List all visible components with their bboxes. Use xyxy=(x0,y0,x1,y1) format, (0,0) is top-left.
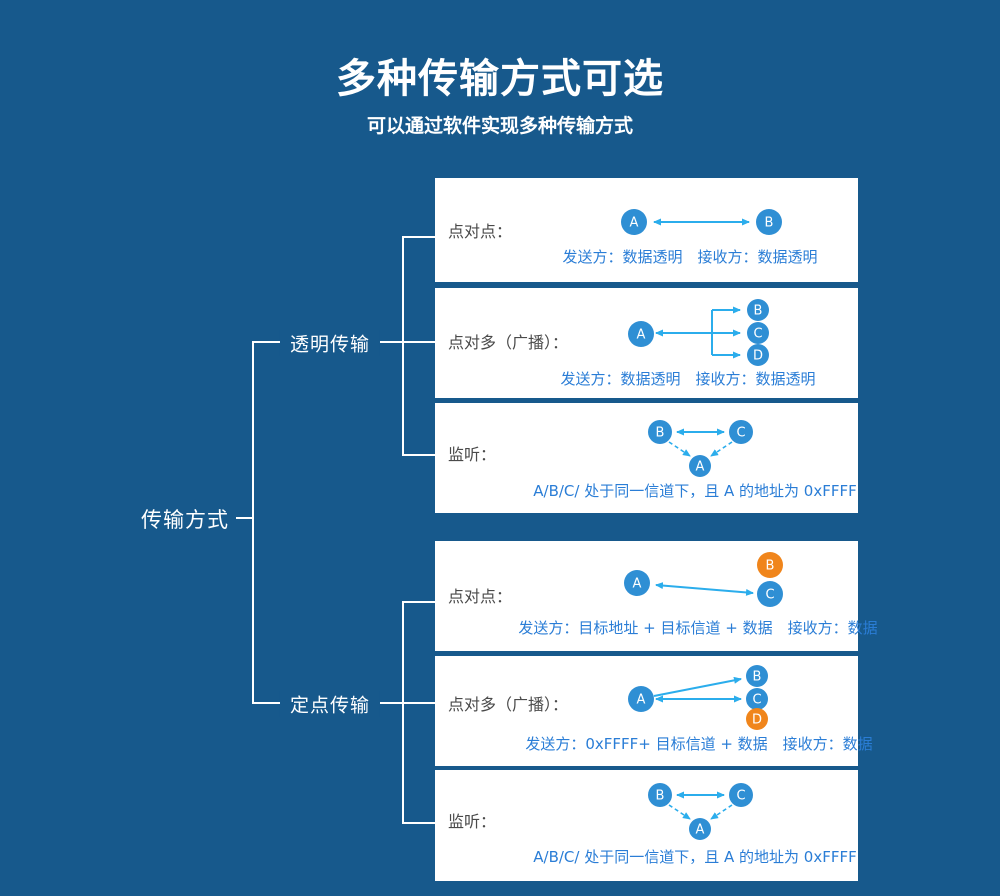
node-c-label: C xyxy=(736,426,745,441)
node-a-label: A xyxy=(633,577,642,592)
diagram-fixed-p2p: B A C xyxy=(624,552,783,607)
card-label: 点对多（广播）： xyxy=(448,695,569,714)
node-b-label: B xyxy=(656,426,665,441)
arrow-a-b xyxy=(653,676,742,697)
card-caption: 发送方：目标地址 + 目标信道 + 数据 接收方：数据 xyxy=(518,619,878,637)
node-d xyxy=(747,344,769,366)
node-b-label: B xyxy=(753,670,762,685)
node-d-label: D xyxy=(752,713,762,728)
tree-group1-stub-card3 xyxy=(402,454,435,456)
dashed-arrow-b-a xyxy=(668,441,691,457)
node-c xyxy=(747,322,769,344)
node-c-label: C xyxy=(765,588,774,603)
dashed-arrow-b-a xyxy=(668,804,691,820)
diagram-transparent-broadcast: A B C D xyxy=(628,299,769,366)
node-a-label: A xyxy=(696,823,705,838)
node-c xyxy=(729,420,753,444)
tree-branch-fixed-label: 定点传输 xyxy=(279,690,381,718)
diagram-fixed-broadcast: A B C D xyxy=(628,665,768,730)
node-b xyxy=(757,552,783,578)
node-a xyxy=(621,209,647,235)
card-label: 监听： xyxy=(448,445,497,464)
tree-branch-transparent-label: 透明传输 xyxy=(279,329,381,357)
tree-trunk-line xyxy=(252,341,254,704)
node-b xyxy=(648,783,672,807)
node-b xyxy=(648,420,672,444)
card-caption: 发送方：数据透明 接收方：数据透明 xyxy=(560,370,816,388)
card-fixed-p2p: 点对点： B A C 发送方：目标地址 + 目标信道 + 数据 接收方：数据 xyxy=(435,541,878,651)
node-b xyxy=(756,209,782,235)
tree-group1-vertical-line xyxy=(402,236,404,456)
node-a-label: A xyxy=(637,328,646,343)
node-b-label: B xyxy=(754,304,763,319)
arrow-a-c xyxy=(655,582,754,596)
card-fixed-broadcast: 点对多（广播）： A B C D 发送方：0xFFFF+ 目标信道 + 数据 接… xyxy=(435,656,873,766)
node-a xyxy=(628,686,654,712)
node-d-label: D xyxy=(753,349,763,364)
dashed-arrow-c-a xyxy=(710,441,733,457)
node-c xyxy=(757,581,783,607)
tree-group1-stub-card1 xyxy=(402,236,435,238)
card-label: 点对点： xyxy=(448,587,513,606)
page-subtitle: 可以通过软件实现多种传输方式 xyxy=(366,115,633,137)
node-a-label: A xyxy=(630,216,639,231)
tree-group2-stub-card6 xyxy=(402,822,435,824)
card-transparent-listen: 监听： B C A A/B/C/ 处于同一信道下，且 A 的地址为 0xFFFF xyxy=(435,403,858,513)
node-a-label: A xyxy=(637,693,646,708)
node-b-label: B xyxy=(656,789,665,804)
node-c xyxy=(729,783,753,807)
node-a-label: A xyxy=(696,460,705,475)
node-a xyxy=(624,570,650,596)
diagram-transparent-listen: B C A xyxy=(648,420,753,477)
tree-group2-stub-card4 xyxy=(402,601,435,603)
diagram-transparent-p2p: A B xyxy=(621,209,782,235)
diagram-fixed-listen: B C A xyxy=(648,783,753,840)
node-a xyxy=(689,455,711,477)
node-a xyxy=(689,818,711,840)
card-transparent-p2p: 点对点： A B 发送方：数据透明 接收方：数据透明 xyxy=(435,178,858,282)
card-fixed-listen: 监听： B C A A/B/C/ 处于同一信道下，且 A 的地址为 0xFFFF xyxy=(435,770,858,881)
node-b xyxy=(746,665,768,687)
node-b-label: B xyxy=(766,559,775,574)
node-c-label: C xyxy=(753,327,762,342)
card-caption: 发送方：数据透明 接收方：数据透明 xyxy=(562,248,818,266)
node-a xyxy=(628,321,654,347)
page-title: 多种传输方式可选 xyxy=(336,56,664,102)
card-label: 点对多（广播）： xyxy=(448,333,569,352)
node-c-label: C xyxy=(752,693,761,708)
tree-group2-vertical-line xyxy=(402,601,404,824)
node-c xyxy=(746,688,768,710)
dashed-arrow-c-a xyxy=(710,804,733,820)
card-caption: A/B/C/ 处于同一信道下，且 A 的地址为 0xFFFF xyxy=(533,482,857,500)
card-transparent-broadcast: 点对多（广播）： A B C D 发送方：数据透明 接收方：数据透明 xyxy=(435,288,858,398)
node-d xyxy=(746,708,768,730)
node-b-label: B xyxy=(765,216,774,231)
node-b xyxy=(747,299,769,321)
card-label: 监听： xyxy=(448,812,497,831)
tree-root-label: 传输方式 xyxy=(141,508,229,532)
tree-root-stub-line xyxy=(236,517,254,519)
node-c-label: C xyxy=(736,789,745,804)
card-caption: A/B/C/ 处于同一信道下，且 A 的地址为 0xFFFF xyxy=(533,848,857,866)
card-label: 点对点： xyxy=(448,222,513,241)
card-caption: 发送方：0xFFFF+ 目标信道 + 数据 接收方：数据 xyxy=(525,735,873,753)
